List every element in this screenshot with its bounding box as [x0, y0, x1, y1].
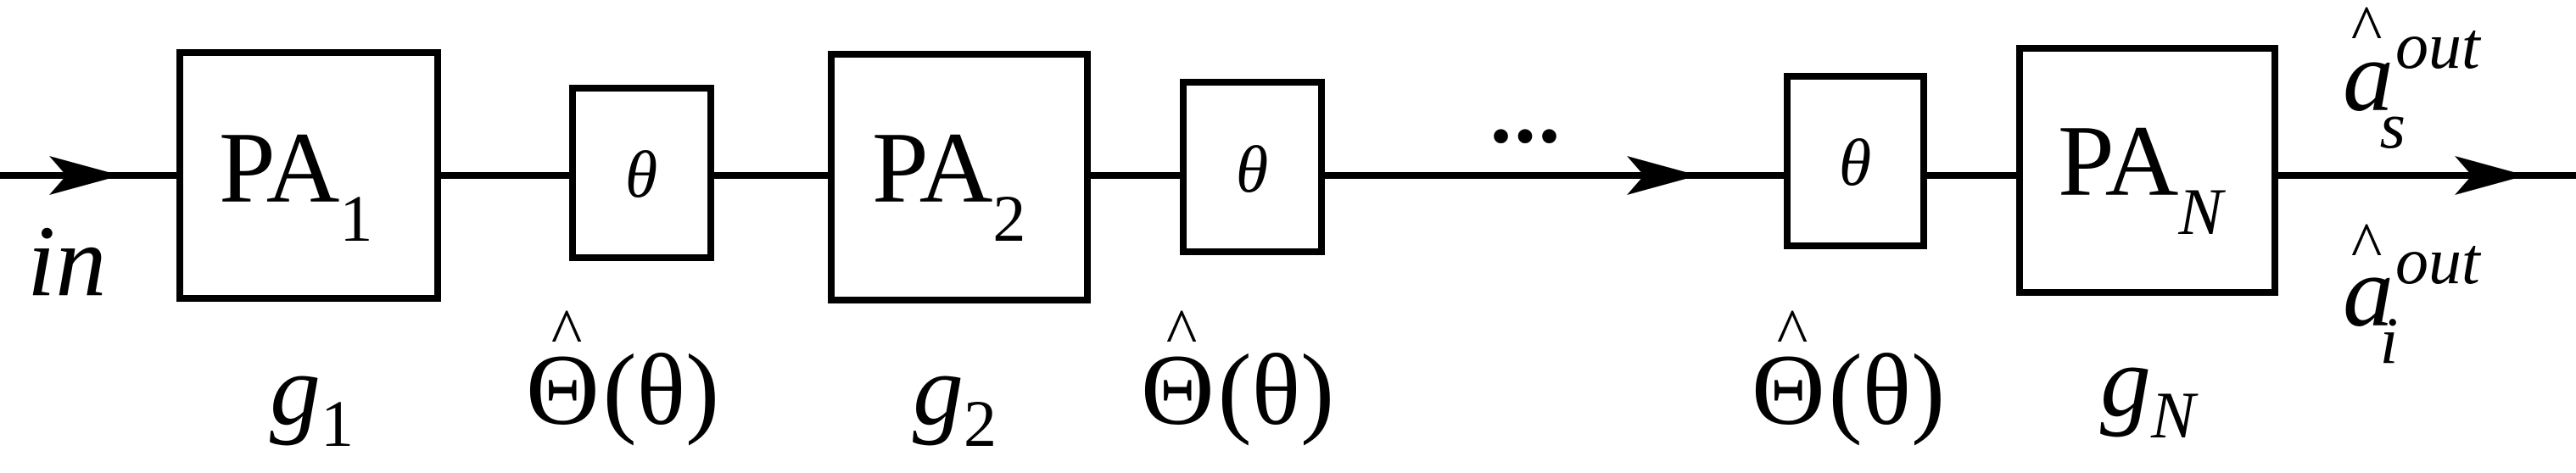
amplifier-n-label: PAN [2058, 104, 2226, 248]
phase-operator-2: Θ(θ) [1141, 333, 1334, 446]
amplifier-n: PAN [2016, 45, 2278, 296]
phase-shifter-n-box [1784, 73, 1927, 249]
amplifier-n-box [2016, 45, 2278, 296]
output-signal-hat: ^ [2351, 0, 2383, 65]
input-arrowhead [49, 156, 120, 195]
amplifier-2-label: PA2 [872, 111, 1025, 255]
phase-operator-2-hat-mark: ^ [1166, 295, 1198, 369]
mid-arrowhead [1627, 156, 1698, 195]
chain-ellipsis: ••• [1490, 104, 1563, 170]
amplifier-2-gain: g2 [913, 333, 997, 460]
amplifier-2-box [828, 51, 1091, 303]
amplifier-1-box [176, 49, 441, 302]
phase-operator-1: Θ(θ) [526, 333, 719, 446]
phase-operator-n: Θ(θ) [1752, 333, 1945, 446]
output-idler-hat: ^ [2351, 209, 2383, 282]
phase-shifter-2: θ [1180, 79, 1325, 255]
phase-shifter-2-symbol: θ [1236, 132, 1268, 206]
phase-shifter-1-box [569, 85, 714, 261]
amplifier-2: PA2 [828, 51, 1091, 303]
phase-shifter-n: θ [1784, 73, 1927, 249]
phase-shifter-1: θ [569, 85, 714, 261]
amplifier-1: PA1 [176, 49, 441, 302]
amplifier-n-gain: gN [2100, 325, 2199, 452]
output-arrowhead [2455, 156, 2526, 195]
amplifier-1-gain: g1 [270, 333, 354, 460]
input-label: in [27, 204, 106, 317]
phase-shifter-2-box [1180, 79, 1325, 255]
phase-shifter-1-symbol: θ [625, 137, 657, 211]
phase-operator-n-hat-mark: ^ [1777, 295, 1808, 369]
phase-operator-1-hat-mark: ^ [551, 295, 583, 369]
amplifier-1-label: PA1 [219, 111, 372, 255]
phase-shifter-n-symbol: θ [1839, 125, 1871, 199]
